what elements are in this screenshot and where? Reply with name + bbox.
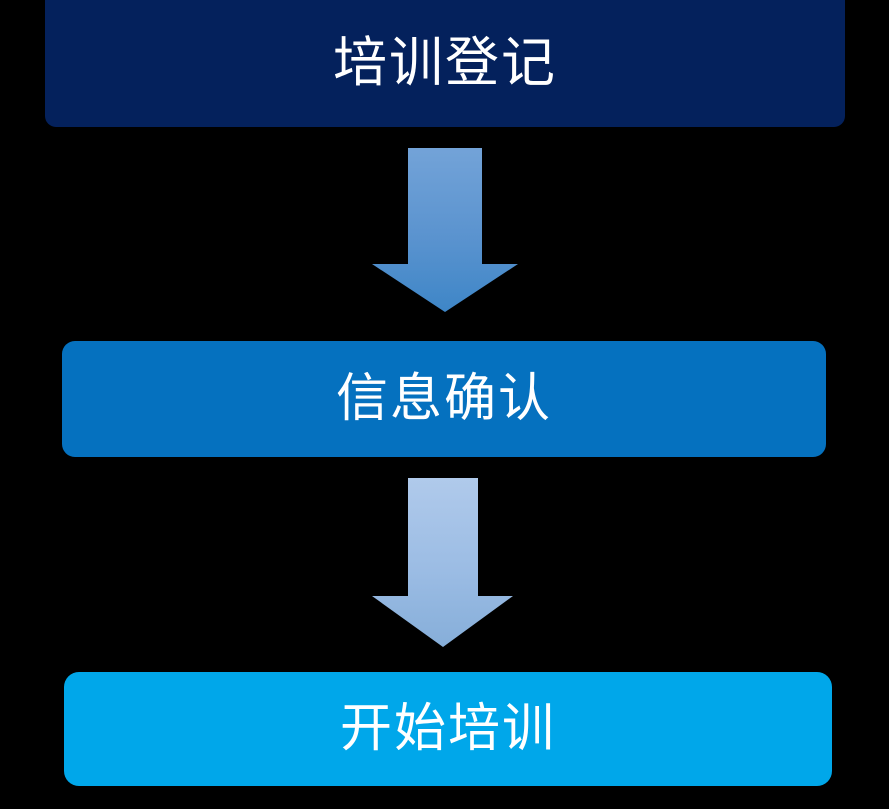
down-arrow-shape — [372, 148, 518, 312]
down-arrow-shape — [372, 478, 513, 647]
flow-node-start-training[interactable]: 开始培训 — [64, 672, 832, 786]
flow-node-label: 培训登记 — [333, 32, 557, 93]
flow-node-information-confirmation[interactable]: 信息确认 — [62, 341, 826, 457]
flow-node-label: 开始培训 — [339, 700, 556, 758]
flow-node-training-registration[interactable]: 培训登记 — [45, 0, 845, 127]
flow-node-label: 信息确认 — [335, 370, 552, 428]
down-arrow-icon-confirm-to-start — [372, 478, 518, 647]
down-arrow-icon-register-to-confirm — [372, 148, 518, 312]
